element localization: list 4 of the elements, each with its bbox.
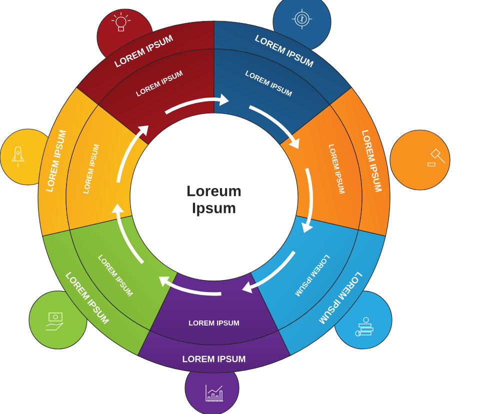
node-text: LOREM IPSUM <box>362 130 382 192</box>
center-title: Loreum Ipsum <box>188 186 241 216</box>
node-text: LOREM IPSUM <box>182 356 246 362</box>
node-text: LOREM IPSUM <box>46 130 66 192</box>
